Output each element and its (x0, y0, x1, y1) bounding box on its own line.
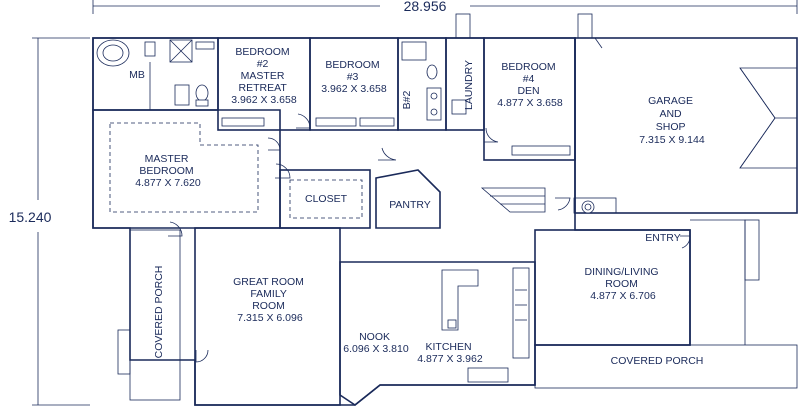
mb-label: MB (129, 69, 145, 81)
hall-steps (480, 187, 546, 213)
covered-porch-bottom-label: COVERED PORCH (611, 355, 704, 367)
pantry (375, 169, 441, 229)
covered-porch-left (129, 229, 181, 401)
bedroom-2-label: BEDROOM #2 MASTER RETREAT 3.962 X 3.658 (231, 46, 297, 106)
laundry-label: LAUNDRY (463, 60, 475, 110)
bath-2 (397, 37, 447, 131)
great-room-label: GREAT ROOM FAMILY ROOM 7.315 X 6.096 (233, 276, 307, 324)
nook-label: NOOK 6.096 X 3.810 (343, 331, 409, 355)
kitchen-label: KITCHEN 4.877 X 3.962 (417, 341, 483, 365)
master-bedroom-label: MASTER BEDROOM 4.877 X 7.620 (135, 153, 201, 189)
width-label: 28.956 (404, 0, 447, 14)
dimension-width: 28.956 (92, 0, 798, 14)
dimension-depth: 15.240 (9, 37, 90, 406)
garage (573, 13, 798, 214)
bedroom-4 (483, 37, 576, 161)
dining-living-label: DINING/LIVING ROOM 4.877 X 6.706 (584, 266, 661, 302)
bedroom-4-label: BEDROOM #4 DEN 4.877 X 3.658 (497, 61, 563, 109)
entry-label: ENTRY (645, 232, 680, 244)
covered-porch-left-label: COVERED PORCH (153, 266, 165, 359)
kitchen-island (441, 269, 479, 331)
depth-label: 15.240 (9, 209, 52, 225)
mb-bath (92, 37, 219, 111)
pantry-label: PANTRY (389, 199, 431, 211)
bath-2-label: B#2 (401, 91, 413, 110)
garage-label: GARAGE AND SHOP 7.315 X 9.144 (639, 95, 705, 146)
closet-label: CLOSET (305, 193, 348, 205)
covered-porch-bottom (534, 344, 798, 389)
bedroom-3-label: BEDROOM #3 3.962 X 3.658 (321, 59, 387, 95)
door-swings (168, 113, 691, 363)
